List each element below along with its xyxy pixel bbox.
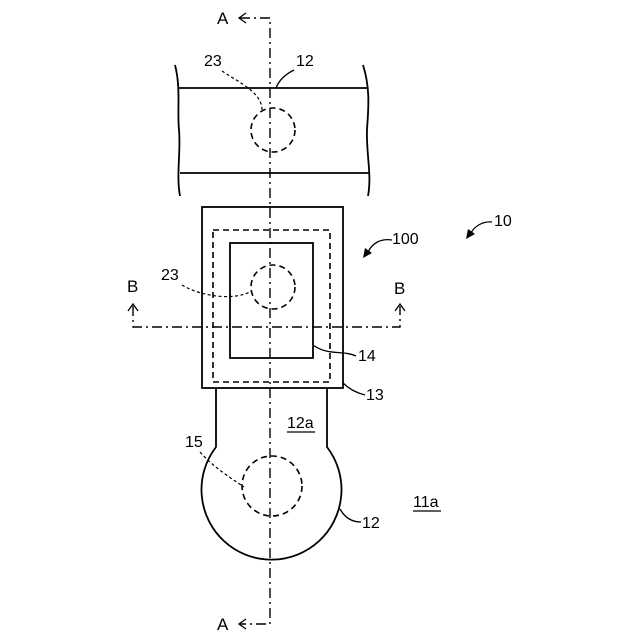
ref-15-label: 15 bbox=[185, 434, 203, 451]
ref-12-bottom-label: 12 bbox=[362, 515, 380, 532]
ref-23-top-label: 23 bbox=[204, 53, 222, 70]
ref-11a-label: 11a bbox=[413, 494, 439, 511]
ref-23-middle-label: 23 bbox=[161, 267, 179, 284]
ref-14-label: 14 bbox=[358, 348, 376, 365]
ref-12-top-label: 12 bbox=[296, 53, 314, 70]
section-b-right-label: B bbox=[394, 279, 405, 298]
ref-13-label: 13 bbox=[366, 387, 384, 404]
ref-12a-label: 12a bbox=[287, 415, 314, 432]
ref-10-label: 10 bbox=[494, 213, 512, 230]
section-a-bottom-label: A bbox=[217, 615, 229, 634]
section-a-top-label: A bbox=[217, 9, 229, 28]
ref-100-label: 100 bbox=[392, 231, 419, 248]
section-b-left-label: B bbox=[127, 277, 138, 296]
